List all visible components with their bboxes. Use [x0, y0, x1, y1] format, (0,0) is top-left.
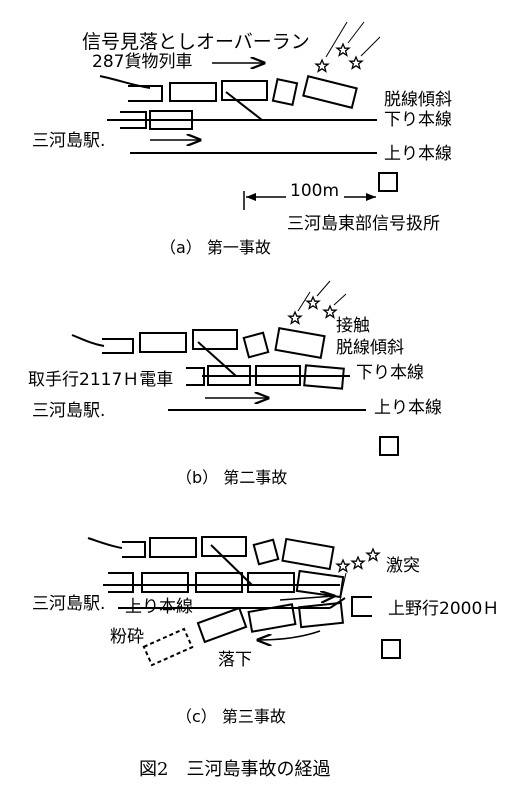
panel-a — [99, 21, 398, 210]
panel-b-caption: （b） 第二事故 — [176, 468, 288, 487]
mikawashima-station-label: 三河島駅. — [32, 401, 106, 421]
headline-overrun: 信号見落としオーバーラン — [82, 31, 310, 53]
up-main-line-label: 上り本線 — [374, 398, 442, 418]
curved-track — [71, 334, 105, 347]
curved-track — [99, 75, 151, 89]
freight-train — [102, 327, 326, 359]
star-icon — [336, 43, 350, 57]
star-icon — [288, 311, 302, 325]
star-icon — [351, 556, 365, 570]
star-icon — [349, 56, 363, 70]
commuter-train — [108, 569, 345, 599]
fall-label: 落下 — [218, 650, 252, 670]
derail-tilt-label: 脱線傾斜 — [336, 338, 404, 358]
star-icon — [315, 59, 329, 73]
collision-label: 激突 — [386, 556, 420, 576]
figure-caption: 図2 三河島事故の経過 — [139, 759, 331, 780]
star-icon — [336, 559, 350, 573]
panel-c — [87, 536, 401, 667]
freight-train — [128, 75, 358, 109]
down-main-line-label: 下り本線 — [356, 363, 424, 383]
signal-box-icon — [378, 172, 398, 192]
arrow-right-icon — [279, 596, 334, 600]
curved-track — [87, 537, 123, 549]
signal-box-icon — [381, 639, 401, 659]
contact-label: 接触 — [336, 316, 370, 336]
mikawashima-station-label: 三河島駅. — [32, 594, 106, 614]
freight-train — [122, 536, 335, 571]
star-icon — [323, 305, 337, 319]
up-main-line-label: 上り本線 — [384, 144, 452, 164]
star-icon — [366, 548, 380, 562]
distance-label: 100m — [290, 181, 340, 201]
freight-train-label: 287貨物列車 — [92, 52, 193, 72]
signal-box-icon — [379, 436, 399, 456]
panel-b — [71, 280, 399, 456]
mikawashima-station-label: 三河島駅. — [32, 131, 106, 151]
ueno-train — [142, 596, 372, 667]
derail-tilt-label: 脱線傾斜 — [384, 90, 452, 110]
panel-a-caption: （a） 第一事故 — [160, 238, 271, 257]
panel-c-caption: （c） 第三事故 — [176, 707, 286, 726]
ueno-train-label: 上野行2000Ｈ — [388, 599, 500, 619]
star-icon — [306, 296, 320, 310]
arrow-left-icon — [258, 630, 321, 640]
signal-box-label: 三河島東部信号扱所 — [287, 214, 440, 234]
commuter-train — [186, 364, 345, 390]
down-main-line-label: 下り本線 — [384, 110, 452, 130]
toride-train-label: 取手行2117Ｈ電車 — [28, 370, 174, 390]
crushed-label: 粉砕 — [110, 627, 144, 647]
up-main-line-label: 上り本線 — [125, 597, 193, 617]
